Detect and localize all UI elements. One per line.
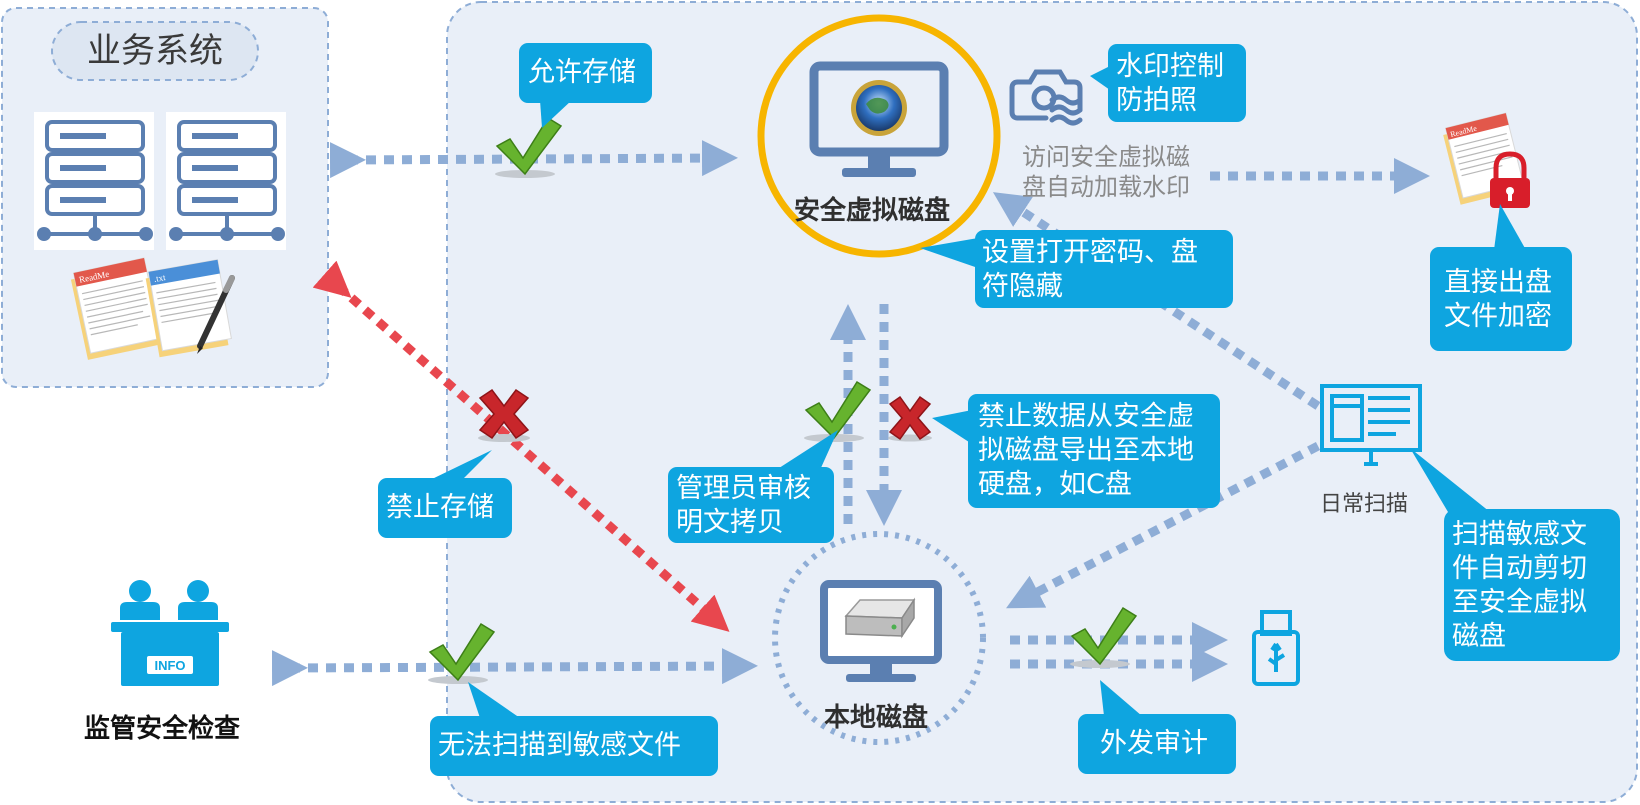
camera-watermark-icon xyxy=(1009,69,1083,126)
server-icon xyxy=(34,112,154,250)
scan-monitor-icon xyxy=(1320,384,1422,466)
supervision-badge: INFO xyxy=(154,658,185,673)
callout-admin-review-bubble xyxy=(668,430,838,543)
daily-scan-label: 日常扫描 xyxy=(1320,492,1409,517)
callout-watermark: 水印控制 防拍照 xyxy=(1116,51,1224,116)
supervision-label: 监管安全检查 xyxy=(84,714,241,744)
readme-document-icon: ReadMe xyxy=(70,257,162,360)
callout-password: 设置打开密码、盘 符隐藏 xyxy=(982,237,1198,302)
cross-icon xyxy=(888,395,932,442)
hard-drive-icon xyxy=(844,597,916,639)
callout-forbid-storage-bubble xyxy=(378,450,512,538)
callout-admin-review: 管理员审核 明文拷贝 xyxy=(676,473,811,538)
virtual-disk-label: 安全虚拟磁盘 xyxy=(794,196,951,226)
arrow-scan-to-local xyxy=(1006,442,1321,609)
callout-forbid-export: 禁止数据从安全虚 拟磁盘导出至本地 硬盘，如C盘 xyxy=(978,401,1194,500)
access-watermark-note: 访问安全虚拟磁 盘自动加载水印 xyxy=(1022,143,1190,201)
arrow-business-to-local-red xyxy=(312,260,730,632)
check-icon xyxy=(428,622,496,684)
server-icon xyxy=(166,112,286,250)
lock-icon xyxy=(1490,151,1530,208)
callout-password-bubble xyxy=(920,230,1233,308)
business-system-title: 业务系统 xyxy=(87,31,223,71)
local-disk-label: 本地磁盘 xyxy=(824,703,929,733)
callout-scan-cut-bubble xyxy=(1410,448,1620,661)
callout-outbound-audit-bubble xyxy=(1078,680,1236,774)
callout-outbound-audit: 外发审计 xyxy=(1100,728,1208,759)
virtual-disk-ring xyxy=(757,14,1001,258)
pen-icon xyxy=(197,275,235,354)
callout-no-scan: 无法扫描到敏感文件 xyxy=(438,730,681,761)
business-system-title-pill xyxy=(51,21,259,81)
callout-no-scan-bubble xyxy=(430,682,718,776)
callout-direct-encrypt: 直接出盘 文件加密 xyxy=(1444,267,1552,332)
callout-allow-storage: 允许存储 xyxy=(528,57,636,88)
callout-allow-storage-bubble xyxy=(519,43,652,128)
callout-forbid-storage: 禁止存储 xyxy=(386,492,494,523)
callout-watermark-bubble xyxy=(1090,44,1246,122)
local-disk-ring xyxy=(772,531,986,745)
txt-icon-text: .txt xyxy=(153,272,167,284)
monitor-icon xyxy=(809,61,949,177)
callout-direct-encrypt-bubble xyxy=(1430,204,1572,351)
cross-icon xyxy=(478,388,530,442)
supervision-people-icon xyxy=(111,580,229,686)
callout-scan-cut: 扫描敏感文 件自动剪切 至安全虚拟 磁盘 xyxy=(1452,519,1587,652)
globe-icon xyxy=(851,80,907,136)
callout-forbid-export-bubble xyxy=(932,394,1220,508)
arrow-supervision-to-local xyxy=(271,648,758,687)
usb-drive-icon xyxy=(1252,610,1300,686)
check-icon xyxy=(1070,606,1138,668)
